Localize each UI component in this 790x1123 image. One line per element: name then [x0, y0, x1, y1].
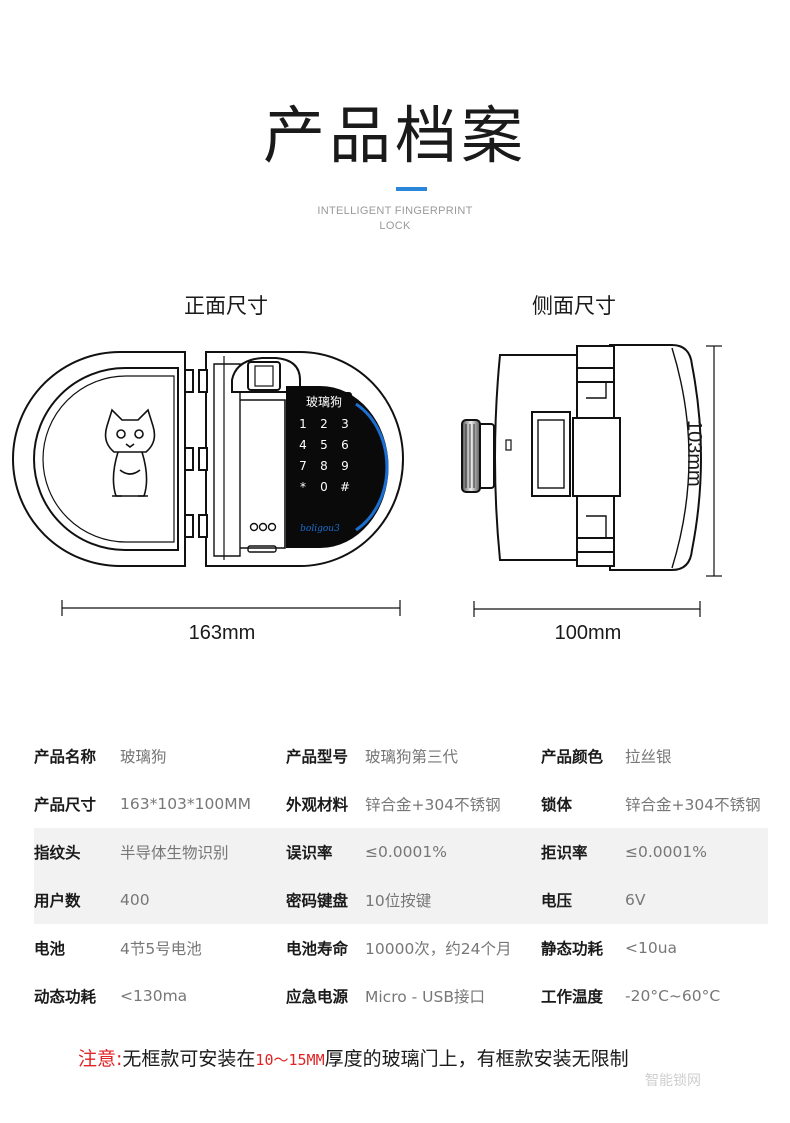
spec-key: 电压 [541, 892, 573, 910]
spec-value: <130ma [120, 987, 188, 1005]
spec-row: 产品尺寸 163*103*100MM 外观材料 锌合金+304不锈钢 锁体 锌合… [34, 780, 768, 828]
keypad-key: 4 [299, 438, 307, 452]
keypad-key: 6 [341, 438, 349, 452]
spec-value: Micro - USB接口 [365, 988, 485, 1006]
spec-value: ≤0.0001% [365, 843, 447, 861]
keypad-key: 2 [320, 417, 328, 431]
side-height-label: 103mm [683, 420, 705, 487]
keypad-key: # [340, 480, 350, 494]
front-view-label: 正面尺寸 [184, 294, 268, 318]
spec-key: 产品颜色 [541, 748, 604, 766]
spec-key: 拒识率 [541, 844, 588, 862]
spec-key: 产品尺寸 [34, 796, 97, 814]
spec-row: 电池 4节5号电池 电池寿命 10000次，约24个月 静态功耗 <10ua [34, 924, 768, 972]
note-text-after: 厚度的玻璃门上，有框款安装无限制 [324, 1048, 629, 1070]
keypad-brand-text: 玻璃狗 [306, 395, 342, 409]
spec-value: 400 [120, 891, 150, 909]
spec-value: 半导体生物识别 [120, 844, 229, 862]
keypad-key: 8 [320, 459, 328, 473]
spec-key: 应急电源 [286, 988, 349, 1006]
keypad-key: 7 [299, 459, 307, 473]
spec-value: <10ua [625, 939, 678, 957]
spec-row: 用户数 400 密码键盘 10位按键 电压 6V [34, 876, 768, 924]
spec-key: 产品型号 [286, 748, 349, 766]
spec-key: 锁体 [541, 796, 573, 814]
front-width-dimension [61, 600, 401, 616]
spec-key: 误识率 [286, 844, 333, 862]
spec-value: 163*103*100MM [120, 795, 252, 813]
keypad-key: 0 [320, 480, 328, 494]
spec-row: 指纹头 半导体生物识别 误识率 ≤0.0001% 拒识率 ≤0.0001% [34, 828, 768, 876]
spec-table: 产品名称 玻璃狗 产品型号 玻璃狗第三代 产品颜色 拉丝银 产品尺寸 163*1… [34, 732, 768, 1020]
spec-key: 电池 [34, 940, 66, 958]
keypad-key: 9 [341, 459, 349, 473]
spec-value: 6V [625, 891, 646, 909]
spec-value: 玻璃狗第三代 [365, 748, 459, 766]
spec-value: 10000次，约24个月 [365, 940, 512, 958]
spec-row: 产品名称 玻璃狗 产品型号 玻璃狗第三代 产品颜色 拉丝银 [34, 732, 768, 780]
spec-value: 锌合金+304不锈钢 [625, 796, 761, 814]
spec-key: 指纹头 [34, 844, 81, 862]
page-subtitle: INTELLIGENT FINGERPRINT LOCK [0, 204, 790, 234]
watermark-text: 智能锁网 [645, 1073, 701, 1089]
subtitle-line-2: LOCK [379, 220, 411, 232]
spec-key: 外观材料 [286, 796, 349, 814]
keypad-key: * [300, 480, 306, 494]
spec-value: ≤0.0001% [625, 843, 707, 861]
front-width-label: 163mm [188, 622, 256, 644]
spec-value: 玻璃狗 [120, 748, 167, 766]
side-view-label: 侧面尺寸 [532, 294, 616, 318]
keypad-key: 5 [320, 438, 328, 452]
spec-value: 10位按键 [365, 892, 432, 910]
spec-key: 电池寿命 [286, 940, 349, 958]
keypad-panel [286, 386, 389, 548]
spec-key: 工作温度 [541, 988, 604, 1006]
side-width-dimension [473, 601, 701, 617]
title-accent-bar [396, 187, 427, 191]
note-label: 注意: [78, 1048, 123, 1070]
side-width-label: 100mm [554, 622, 622, 644]
spec-key: 密码键盘 [286, 892, 349, 910]
keypad-key: 1 [299, 417, 307, 431]
spec-key: 动态功耗 [34, 988, 97, 1006]
spec-key: 静态功耗 [541, 940, 604, 958]
keypad-key: 3 [341, 417, 349, 431]
front-view-left-half [12, 351, 194, 567]
spec-value: 锌合金+304不锈钢 [365, 796, 501, 814]
spec-key: 用户数 [34, 892, 81, 910]
spec-row: 动态功耗 <130ma 应急电源 Micro - USB接口 工作温度 -20°… [34, 972, 768, 1020]
subtitle-line-1: INTELLIGENT FINGERPRINT [317, 205, 473, 217]
page-title: 产品档案 [262, 99, 527, 172]
side-height-dimension [706, 345, 722, 577]
spec-value: -20°C~60°C [625, 987, 721, 1005]
keypad-keys: 1 2 3 4 5 6 7 8 9 * 0 # [299, 417, 350, 494]
cat-logo-icon [104, 408, 156, 497]
side-view [461, 344, 702, 571]
note-thickness-range: 10～15MM [255, 1051, 325, 1069]
spec-value: 4节5号电池 [120, 940, 202, 958]
spec-key: 产品名称 [34, 748, 97, 766]
keypad-signature: boligou3 [300, 524, 340, 534]
spec-value: 拉丝银 [625, 748, 672, 766]
note-text-before: 无框款可安装在 [122, 1048, 256, 1070]
installation-note: 注意:无框款可安装在10～15MM厚度的玻璃门上，有框款安装无限制 [78, 1044, 629, 1071]
